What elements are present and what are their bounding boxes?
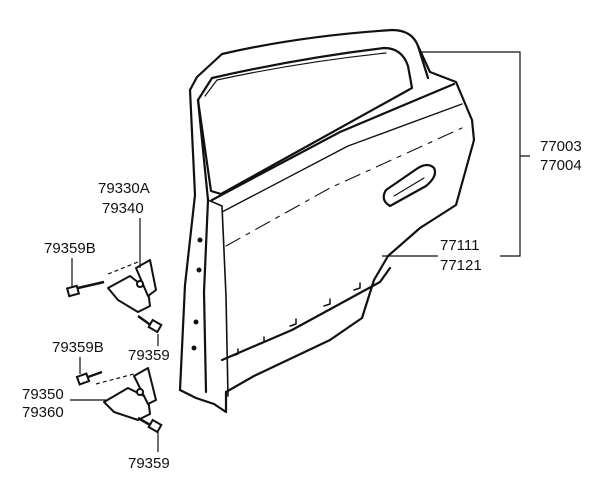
- upper-hinge-bolt-to-door: [137, 314, 163, 334]
- lower-hinge-leader-dashed: [95, 373, 135, 385]
- upper-hinge-bolt-to-body: [65, 280, 105, 298]
- part-number-labels: 77003 77004 77111 77121 79330A 79340 793…: [22, 138, 582, 472]
- door-pillar-holes: [191, 237, 203, 351]
- lower-hinge-bolt-to-body: [75, 370, 103, 386]
- rear-door-illustration: [178, 28, 476, 414]
- door-rear-edge: [224, 44, 476, 394]
- leader-door-assembly: [420, 51, 530, 257]
- molding-clip-marks: [231, 282, 361, 357]
- door-handle: [382, 163, 437, 208]
- label-lower-hinge-rh: 79360: [22, 404, 64, 421]
- label-door-assembly-rh: 77004: [540, 157, 582, 174]
- door-front-face-line: [207, 199, 229, 397]
- lower-hinge-door-plate: [133, 367, 157, 405]
- door-beltline-inner: [221, 103, 463, 213]
- upper-hinge-door-plate: [135, 259, 157, 297]
- label-upper-bolt-door: 79359: [128, 347, 170, 364]
- lower-hinge: [95, 367, 157, 421]
- door-body-crease: [225, 127, 463, 247]
- door-front-edge-outer: [178, 88, 197, 392]
- lower-hinge-pin: [136, 388, 144, 396]
- label-lower-bolt-door: 79359: [128, 455, 170, 472]
- label-upper-hinge-lh: 79330A: [98, 180, 150, 197]
- label-door-panel-rh: 77121: [440, 257, 482, 274]
- label-upper-hinge-rh: 79340: [102, 200, 144, 217]
- leader-lines: [70, 51, 530, 452]
- label-lower-bolt-body: 79359B: [52, 339, 104, 356]
- door-beltline: [210, 82, 456, 202]
- door-lower-molding: [220, 266, 392, 362]
- door-window-seal-line: [204, 52, 387, 97]
- label-lower-hinge-lh: 79350: [22, 386, 64, 403]
- label-door-assembly-lh: 77003: [540, 138, 582, 155]
- door-front-edge-inner: [196, 98, 210, 394]
- label-door-panel-lh: 77111: [440, 237, 480, 254]
- lower-hinge-bolt-to-door: [137, 416, 163, 434]
- door-handle-inner: [393, 177, 425, 197]
- label-upper-bolt-body: 79359B: [44, 240, 96, 257]
- upper-hinge-pin: [136, 280, 144, 288]
- door-window-opening: [196, 46, 414, 196]
- lower-hinge-body-plate: [103, 387, 151, 421]
- upper-hinge-leader-dashed: [107, 261, 139, 275]
- upper-hinge: [107, 259, 157, 313]
- door-bottom-edge: [178, 388, 228, 414]
- door-window-frame-outer: [188, 28, 430, 92]
